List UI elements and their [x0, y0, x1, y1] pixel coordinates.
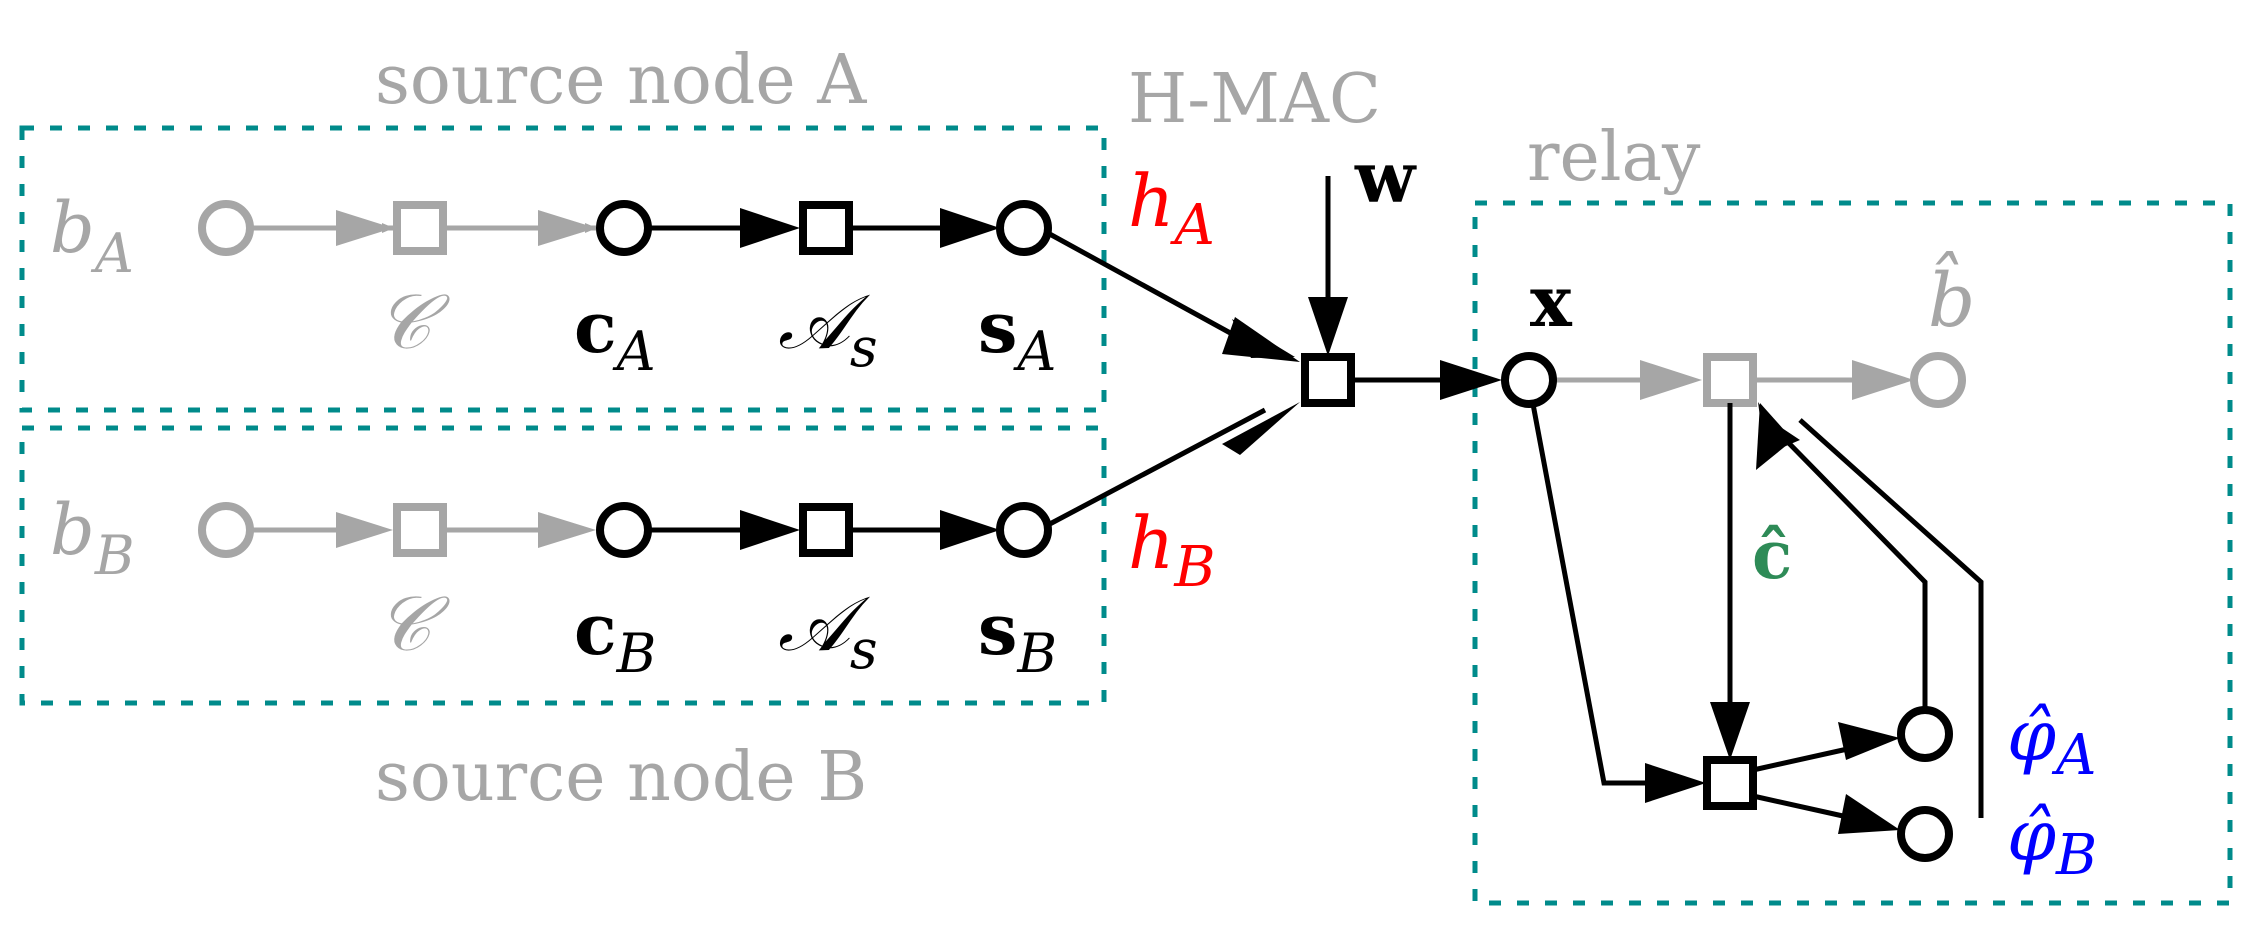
sB-variable-node — [996, 502, 1052, 558]
decoder-factor-node — [1703, 353, 1757, 407]
arrowhead-x — [1440, 360, 1502, 400]
sA-variable-node — [996, 200, 1052, 256]
chat-label: ĉ — [1752, 516, 1792, 594]
arrowhead-chat — [1710, 702, 1750, 760]
arrowhead-phiB — [1838, 794, 1900, 834]
arrowhead-hA-fill — [1222, 317, 1300, 362]
arrowhead-relay-x — [1645, 763, 1706, 803]
phiB-label: φ̂B — [2007, 795, 2097, 888]
hmac-factor-node — [1301, 353, 1355, 407]
arrowhead-relay-g2 — [1852, 360, 1914, 400]
arrowhead-relay-g1 — [1640, 360, 1702, 400]
phiA-label: φ̂A — [2007, 695, 2096, 788]
as-factor-b — [799, 503, 853, 557]
arrowhead-a4 — [940, 208, 1000, 248]
source-node-a-box — [19, 125, 1107, 413]
phiA-variable-node — [1897, 706, 1953, 762]
bB-label: bB — [50, 489, 135, 587]
as-label-a: 𝒜s — [778, 277, 878, 379]
x-label: x — [1530, 260, 1573, 343]
bhat-variable-node — [1910, 352, 1966, 408]
as-label-b: 𝒜s — [778, 579, 878, 681]
arrowhead-a3 — [740, 208, 800, 248]
bA-label: bA — [50, 187, 134, 285]
arrowhead-w — [1308, 297, 1348, 356]
sA-label: sA — [978, 286, 1056, 383]
cB-label: cB — [574, 588, 656, 685]
phiB-variable-node — [1897, 806, 1953, 862]
source-node-a-label: source node A — [375, 41, 867, 120]
source-node-b-box — [19, 425, 1107, 706]
hA-label: hA — [1128, 159, 1215, 258]
w-label: w — [1354, 136, 1417, 219]
x-variable-node — [1501, 352, 1557, 408]
arrowhead-hB — [1222, 402, 1300, 455]
as-factor-a — [799, 201, 853, 255]
arrowhead-feedback-2 — [1758, 402, 1800, 455]
cA-variable-node — [596, 200, 652, 256]
arrowhead-phiA — [1838, 722, 1900, 760]
code-factor-a — [393, 201, 447, 255]
mapping-factor-node — [1703, 756, 1757, 810]
cA-label: cA — [574, 286, 656, 383]
arrowhead-a2 — [538, 210, 596, 246]
arrowhead-b2 — [538, 512, 596, 548]
sB-label: sB — [978, 588, 1057, 685]
code-label-b: 𝒞 — [376, 579, 450, 668]
arrowhead-b1 — [336, 512, 393, 548]
code-factor-b — [393, 503, 447, 557]
bhat-label: b̂ — [1928, 250, 1975, 344]
relay-black-edges — [1530, 403, 1984, 821]
bA-variable-node — [198, 200, 254, 256]
cB-variable-node — [596, 502, 652, 558]
arrowhead-b3 — [740, 510, 800, 550]
bB-variable-node — [198, 502, 254, 558]
relay-box — [1472, 200, 2233, 906]
source-node-b-label: source node B — [375, 738, 867, 817]
arrowhead-b4 — [940, 510, 1000, 550]
hB-label: hB — [1128, 501, 1216, 600]
arrowhead-a1 — [336, 210, 393, 246]
hmac-label: H-MAC — [1128, 60, 1381, 139]
code-label-a: 𝒞 — [376, 277, 450, 366]
relay-label: relay — [1527, 118, 1701, 197]
